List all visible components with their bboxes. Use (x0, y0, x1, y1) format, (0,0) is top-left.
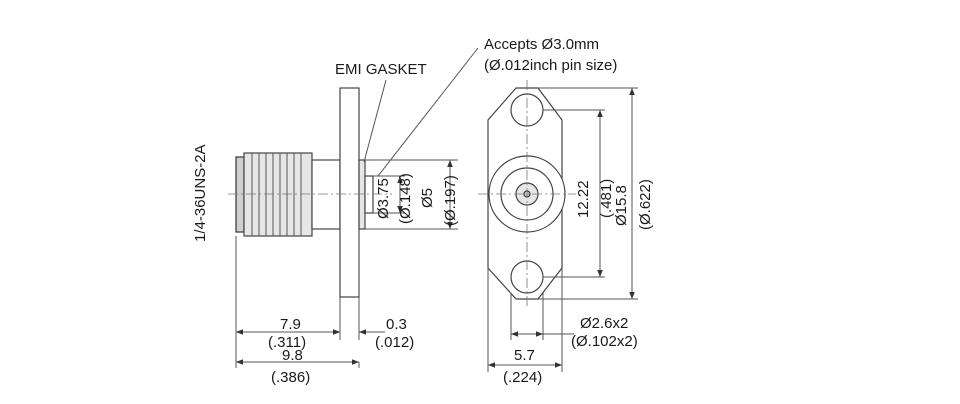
length-98-mm: 9.8 (282, 347, 303, 364)
thread-lines (251, 153, 302, 236)
dia-5-in: (Ø.197) (442, 175, 459, 226)
emi-gasket-leader (363, 79, 387, 163)
spacing-1222-mm: 12.22 (575, 180, 592, 218)
dia-375-mm: Ø3.75 (375, 178, 392, 219)
front-bottom-dims (487, 268, 574, 372)
length-79-mm: 7.9 (280, 316, 301, 333)
flange-03-in: (.012) (375, 334, 414, 351)
width-57-mm: 5.7 (514, 347, 535, 364)
hole-26-in: (Ø.102x2) (571, 333, 638, 350)
height-158-mm: Ø15.8 (613, 185, 630, 226)
rear-stub (364, 175, 374, 214)
hole-26-mm: Ø2.6x2 (580, 315, 628, 332)
width-57-in: (.224) (503, 369, 542, 386)
thread-end-face (235, 156, 245, 233)
dia-375-in: (Ø.148) (397, 173, 414, 224)
front-view (478, 80, 576, 306)
accepts-leader (377, 47, 479, 177)
flange (339, 87, 360, 298)
accepts-label-line1: Accepts Ø3.0mm (484, 36, 599, 53)
length-79-in: (.311) (268, 334, 306, 351)
length-dims (235, 229, 385, 368)
front-vertical-dims (538, 87, 638, 300)
dia-5-mm: Ø5 (419, 188, 436, 208)
thread-label: 1/4-36UNS-2A (192, 144, 209, 242)
height-158-in: (Ø.622) (637, 179, 654, 230)
accepts-label-line2: (Ø.012inch pin size) (484, 57, 617, 74)
side-view (228, 87, 392, 298)
connector-body (311, 159, 341, 230)
flange-03-mm: 0.3 (386, 316, 407, 333)
threaded-body (243, 152, 313, 237)
spacing-1222-in: (.481) (598, 179, 615, 218)
diameter-dims (365, 159, 458, 230)
emi-gasket-label: EMI GASKET (335, 61, 427, 78)
emi-gasket-part (358, 159, 366, 230)
length-98-in: (.386) (271, 369, 310, 386)
